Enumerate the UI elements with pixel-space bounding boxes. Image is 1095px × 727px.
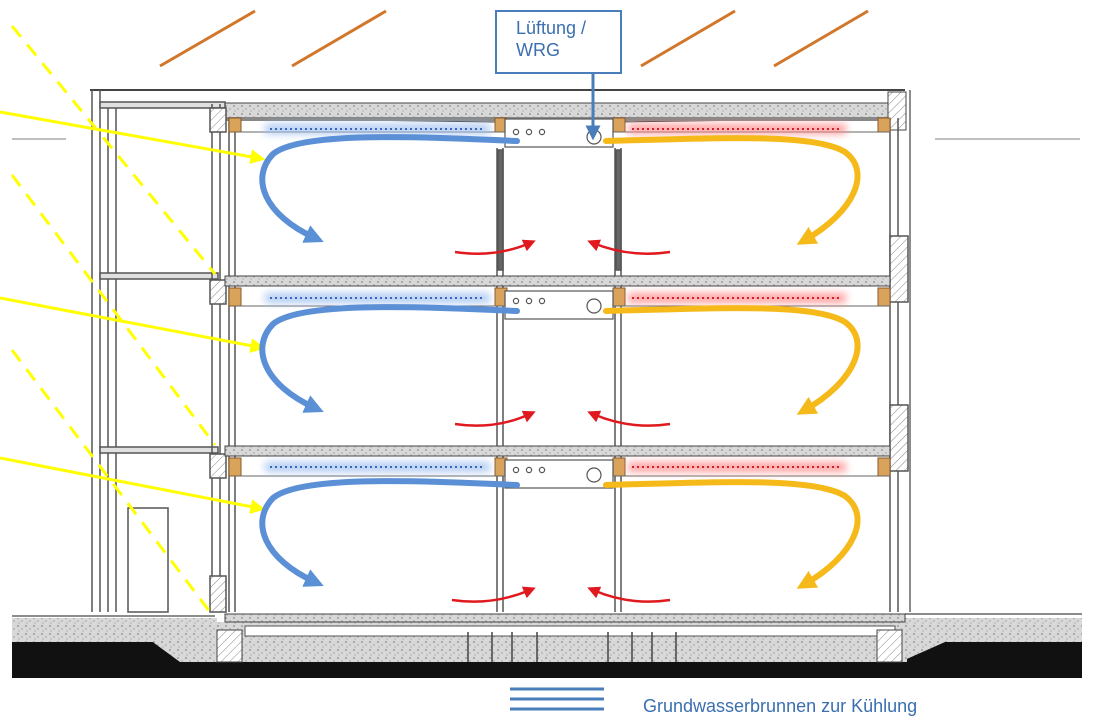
- ventilation-label-line2: WRG: [516, 40, 560, 60]
- sun-ray-icon: [0, 110, 266, 514]
- groundwater-label: Grundwasserbrunnen zur Kühlung: [643, 696, 918, 716]
- groundwater-piles: [467, 632, 677, 662]
- floor-slabs: [224, 275, 906, 623]
- ventilation-ducts: [504, 118, 614, 489]
- interior-walls: [228, 118, 909, 612]
- recirculation-arrows: [451, 239, 671, 603]
- ventilation-label-box: Lüftung / WRG: [495, 10, 622, 74]
- groundwater-well-icon: [510, 687, 604, 711]
- balcony-structure: [91, 90, 227, 613]
- cooling-ceiling-icon: [265, 124, 490, 472]
- ventilation-label-line1: Lüftung /: [516, 18, 587, 38]
- rain-strokes: [159, 9, 869, 68]
- sun-ray-dashed: [10, 25, 217, 613]
- cool-air-flow: [259, 134, 520, 587]
- roof: [12, 89, 1080, 612]
- heating-ceiling-icon: [628, 124, 846, 472]
- ground: [12, 613, 1082, 678]
- warm-air-flow: [603, 135, 861, 589]
- timber-beams: [228, 117, 891, 477]
